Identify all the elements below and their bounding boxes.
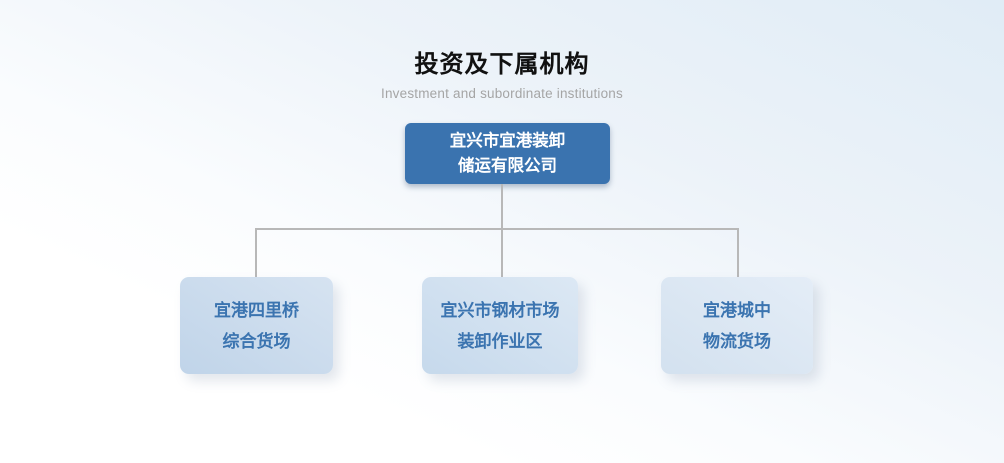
org-node-child-3-line2: 物流货场 xyxy=(703,331,771,351)
connector-stem xyxy=(501,184,503,229)
connector-horizontal xyxy=(255,228,739,230)
page-subtitle: Investment and subordinate institutions xyxy=(381,86,623,101)
page-title: 投资及下属机构 xyxy=(414,51,590,78)
page-header: 投资及下属机构 Investment and subordinate insti… xyxy=(0,44,1004,101)
org-node-root-line1: 宜兴市宜港装卸 xyxy=(449,131,566,150)
org-node-child-2-line1: 宜兴市钢材市场 xyxy=(440,300,560,320)
org-node-root: 宜兴市宜港装卸 储运有限公司 xyxy=(405,123,610,184)
org-node-child-3-line1: 宜港城中 xyxy=(703,300,771,320)
org-node-child-1-line2: 综合货场 xyxy=(222,331,291,351)
org-node-child-2: 宜兴市钢材市场 装卸作业区 xyxy=(422,277,578,374)
org-node-child-1-line1: 宜港四里桥 xyxy=(214,300,299,320)
connector-drop-1 xyxy=(255,230,257,277)
connector-drop-3 xyxy=(737,230,739,277)
connector-drop-2 xyxy=(501,230,503,277)
org-node-root-line2: 储运有限公司 xyxy=(458,156,557,175)
org-node-child-1: 宜港四里桥 综合货场 xyxy=(180,277,333,374)
org-node-child-2-line2: 装卸作业区 xyxy=(457,331,543,351)
org-node-child-3: 宜港城中 物流货场 xyxy=(661,277,813,374)
